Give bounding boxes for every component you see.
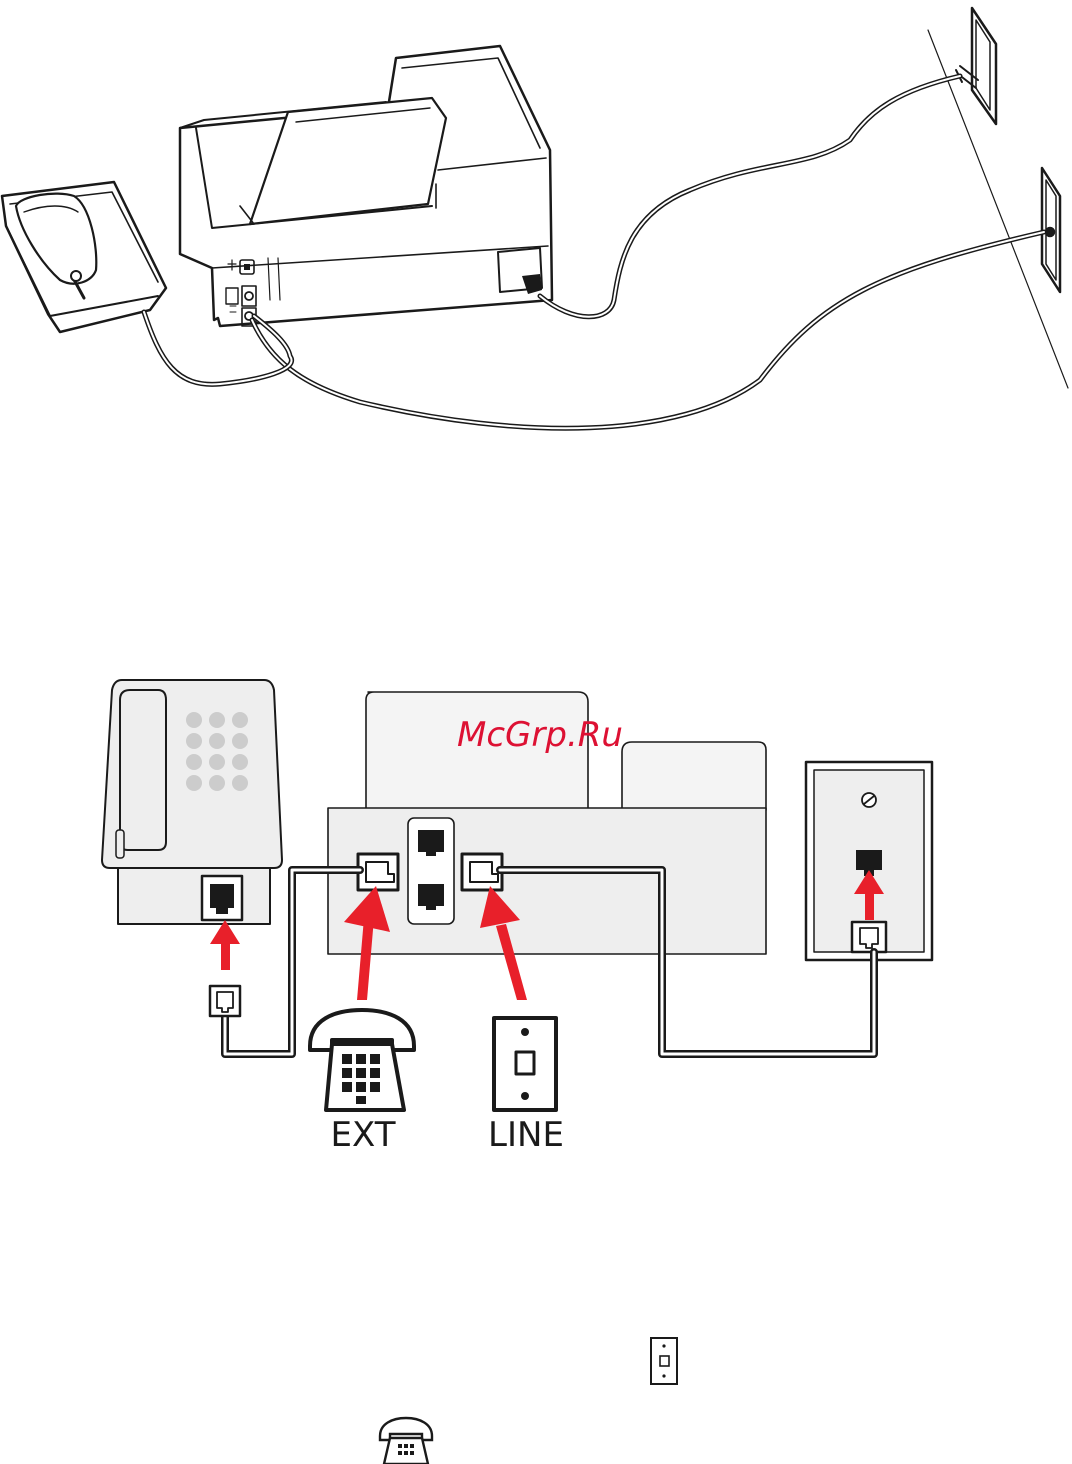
arrow-to-phone-jack (210, 920, 240, 970)
line-port-icon (462, 854, 502, 890)
wall-plate-icon (806, 762, 932, 960)
printer-icon (180, 46, 552, 326)
line-wall-jack-symbol-icon (494, 1018, 556, 1110)
phone-cable-plug-icon (210, 986, 240, 1016)
watermark-text: McGrp.Ru (457, 715, 623, 755)
ext-label: EXT (331, 1115, 396, 1155)
inline-wall-jack-icon (651, 1338, 677, 1384)
line-label: LINE (488, 1115, 564, 1155)
ext-phone-symbol-icon (310, 1010, 414, 1110)
inline-phone-icon (380, 1418, 432, 1464)
bottom-diagram: EXT LINE McGrp.Ru (102, 680, 932, 1155)
desk-phone-icon (102, 680, 282, 924)
top-illustration (2, 8, 1068, 428)
ext-port-icon (358, 854, 398, 890)
wall-power-outlet-icon (956, 8, 996, 124)
cordless-phone-base-icon (2, 182, 166, 332)
